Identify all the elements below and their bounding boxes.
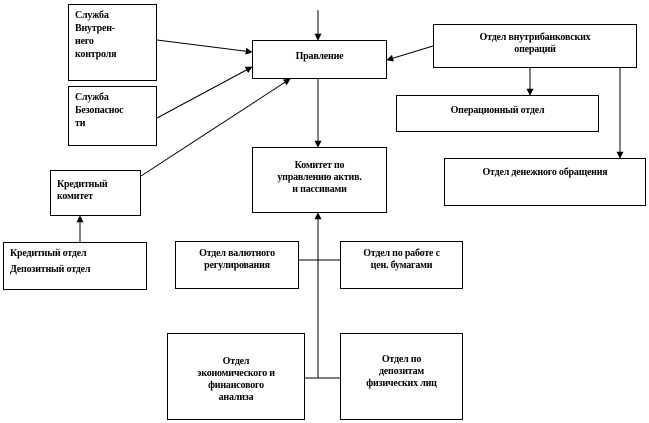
node-individual-deposits-dept: Отдел по депозитам физических лиц [340,333,463,420]
arrow-kredit-komitet-to-pravlenie [140,78,291,177]
node-label: Кредитный комитет [57,179,108,202]
arrow-bezop-to-pravlenie [156,66,253,119]
node-economic-analysis-dept: Отдел экономического и финансового анали… [167,333,305,420]
node-label: Правление [295,50,344,62]
node-label: Служба Безопаснос ти [75,92,124,129]
node-label: Операционный отдел [450,104,545,116]
node-label: Отдел экономического и финансового анали… [197,355,275,403]
node-label: Комитет по управлению актив. и пассивами [277,160,362,195]
arrow-vnutr-to-pravlenie [156,39,253,55]
node-label: Служба Внутрен- него контроля [75,10,117,60]
node-internal-control-service: Служба Внутрен- него контроля [68,4,157,81]
node-label: Кредитный отдел Депозитный отдел [10,248,91,275]
node-label: Отдел денежного обращения [482,167,608,178]
node-label: Отдел по депозитам физических лиц [366,353,437,389]
node-security-service: Служба Безопаснос ти [68,86,157,146]
node-label: Отдел валютного регулирования [199,248,275,271]
node-internal-operations-dept: Отдел внутрибанковских операций [433,24,637,68]
arrow-vnutri-to-pravlenie [386,45,434,62]
node-securities-dept: Отдел по работе с цен. бумагами [340,241,463,289]
node-credit-committee: Кредитный комитет [50,170,141,216]
node-credit-deposit-dept: Кредитный отдел Депозитный отдел [3,242,147,290]
node-label: Отдел по работе с цен. бумагами [363,248,440,271]
node-board: Правление [252,40,387,79]
node-label: Отдел внутрибанковских операций [479,32,591,55]
node-currency-regulation-dept: Отдел валютного регулирования [175,241,299,289]
node-asset-liability-committee: Комитет по управлению актив. и пассивами [252,147,387,213]
node-operations-dept: Операционный отдел [396,95,599,132]
node-cash-circulation-dept: Отдел денежного обращения [444,158,646,206]
